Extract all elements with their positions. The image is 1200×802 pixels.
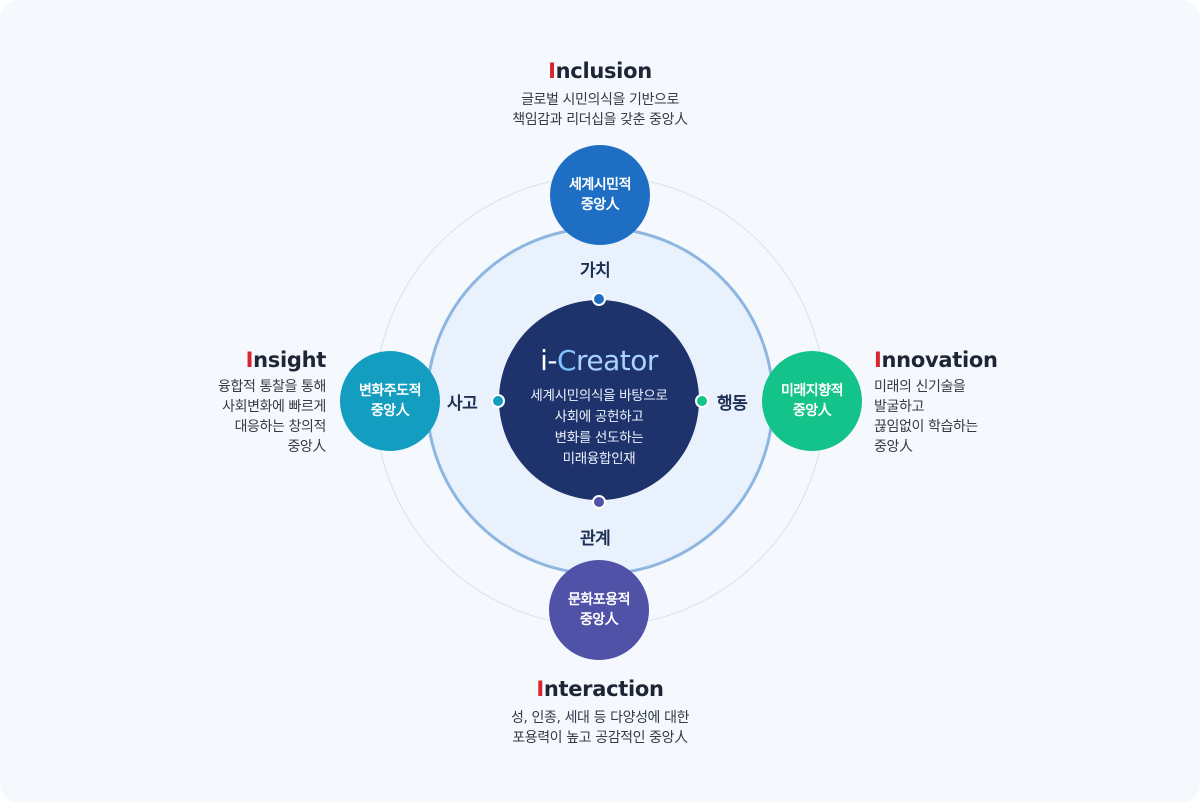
- center-desc-line: 변화를 선도하는: [554, 430, 644, 446]
- center-title: i-Creator: [540, 344, 658, 377]
- center-description: 세계시민의식을 바탕으로 사회에 공헌하고 변화를 선도하는 미래융합인재: [499, 386, 699, 470]
- label-insight: Insight 융합적 통찰을 통해 사회변화에 빠르게 대응하는 창의적 중앙…: [126, 347, 326, 457]
- center-desc-line: 미래융합인재: [562, 451, 636, 467]
- axis-label-value: 가치: [580, 261, 611, 281]
- label-inclusion: Inclusion 글로벌 시민의식을 기반으로 책임감과 리더십을 갖춘 중앙…: [450, 58, 750, 130]
- connector-dot-right: [695, 394, 709, 408]
- label-description: 융합적 통찰을 통해 사회변화에 빠르게 대응하는 창의적 중앙人: [218, 379, 326, 455]
- label-description: 성, 인종, 세대 등 다양성에 대한 포용력이 높고 공감적인 중앙人: [510, 710, 690, 746]
- connector-dot-bottom: [592, 495, 606, 509]
- label-title: Innovation: [874, 348, 998, 372]
- axis-label-action: 행동: [717, 394, 748, 414]
- connector-dot-top: [592, 292, 606, 306]
- label-description: 글로벌 시민의식을 기반으로 책임감과 리더십을 갖춘 중앙人: [512, 92, 688, 128]
- label-title: Insight: [245, 348, 327, 372]
- axis-label-thinking: 사고: [447, 394, 478, 414]
- label-description: 미래의 신기술을 발굴하고 끊임없이 학습하는 중앙人: [874, 379, 978, 455]
- center-desc-line: 세계시민의식을 바탕으로: [530, 388, 668, 404]
- center-circle: i-Creator 세계시민의식을 바탕으로 사회에 공헌하고 변화를 선도하는…: [499, 300, 699, 500]
- label-title: Interaction: [536, 677, 664, 701]
- label-title: Inclusion: [548, 59, 652, 83]
- axis-label-relation: 관계: [580, 529, 611, 549]
- connector-dot-left: [491, 394, 505, 408]
- label-interaction: Interaction 성, 인종, 세대 등 다양성에 대한 포용력이 높고 …: [450, 676, 750, 748]
- label-innovation: Innovation 미래의 신기술을 발굴하고 끊임없이 학습하는 중앙人: [874, 347, 1094, 457]
- center-desc-line: 사회에 공헌하고: [554, 409, 644, 425]
